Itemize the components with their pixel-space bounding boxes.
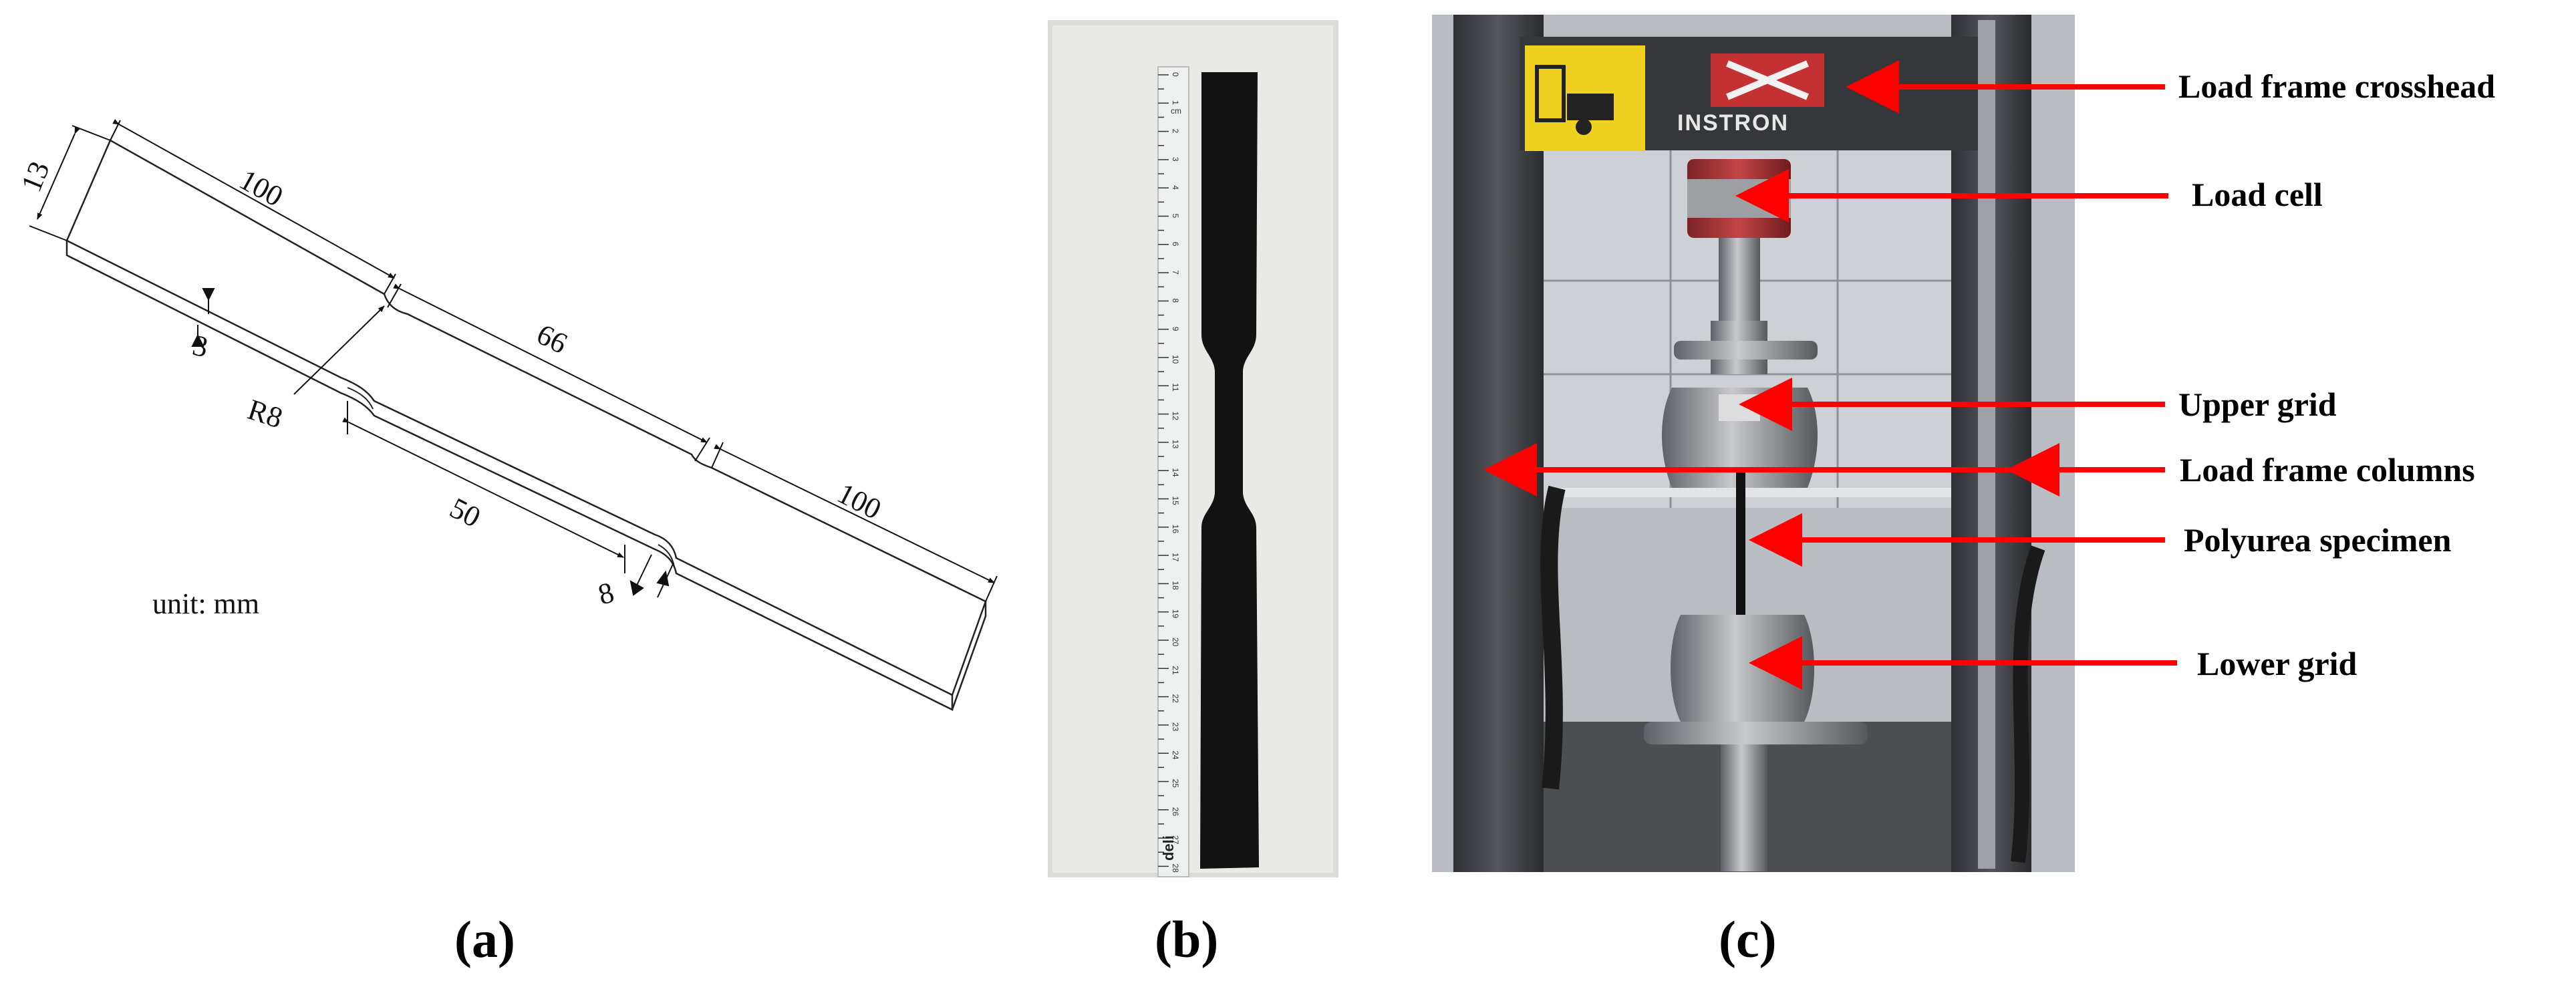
panel-label-a: (a): [454, 910, 515, 968]
ruler-number: 1: [1171, 100, 1180, 105]
ruler-number: 21: [1171, 666, 1180, 675]
ruler-number: 17: [1171, 553, 1180, 562]
specimen-photo: [1200, 72, 1259, 869]
ruler-number: 7: [1171, 270, 1180, 275]
callout-specimen: Polyurea specimen: [2184, 521, 2452, 559]
dim-label-100-left: 100: [234, 163, 288, 213]
ruler-number: 28: [1171, 863, 1180, 873]
dim-length-left: [110, 119, 396, 295]
panel-a-drawing: 13 100 66 100 3: [15, 119, 998, 712]
callout-lower-grid: Lower grid: [2197, 645, 2357, 682]
ruler-number: 6: [1171, 242, 1180, 247]
callout-crosshead: Load frame crosshead: [2178, 67, 2495, 105]
ruler-number: 18: [1171, 581, 1180, 590]
ruler-number: 13: [1171, 440, 1180, 449]
dim-label-r8: R8: [244, 393, 287, 434]
ruler: 0123456789101112131415161718192021222324…: [1157, 66, 1189, 877]
ruler-number: 20: [1171, 638, 1180, 647]
instron-brand: INSTRON: [1677, 110, 1789, 136]
callout-load-cell: Load cell: [2192, 176, 2323, 213]
dim-label-66: 66: [531, 317, 572, 360]
ruler-number: 9: [1171, 327, 1180, 331]
ruler-number: 3: [1171, 157, 1180, 162]
ruler-number: 4: [1171, 185, 1180, 190]
dim-thickness: [191, 288, 215, 347]
dim-radius-leader: [293, 305, 385, 395]
dim-width-end: [29, 125, 111, 241]
specimen-strand: [1736, 468, 1745, 642]
dim-label-50: 50: [444, 491, 485, 534]
dim-gauge-inner: [342, 401, 625, 573]
ruler-number: 8: [1171, 298, 1180, 303]
ruler-number: 5: [1171, 214, 1180, 219]
dim-label-100-right: 100: [832, 476, 886, 526]
callout-arrows: [1483, 60, 2177, 690]
ruler-number: 24: [1171, 750, 1180, 760]
dim-length-right: [711, 442, 998, 602]
photo-b-paper: [1052, 25, 1333, 873]
ruler-number: 2: [1171, 129, 1180, 134]
lower-grip: [1671, 615, 1814, 722]
panel-label-b: (b): [1155, 910, 1218, 968]
unit-label: unit: mm: [152, 587, 259, 620]
ruler-number: 16: [1171, 525, 1180, 534]
panel-b-photo: 0123456789101112131415161718192021222324…: [1048, 20, 1338, 877]
ruler-number: 25: [1171, 779, 1180, 789]
specimen-outline: [65, 139, 987, 712]
dim-label-3: 3: [190, 329, 211, 364]
ruler-number: 12: [1171, 412, 1180, 421]
ruler-number: 10: [1171, 355, 1180, 364]
ruler-number: 23: [1171, 722, 1180, 732]
ruler-brand: deli: [1160, 835, 1177, 861]
ruler-number: 26: [1171, 807, 1180, 817]
ruler-number: 11: [1171, 383, 1180, 392]
ruler-number: 19: [1171, 609, 1180, 619]
panel-c-photo: INSTRON: [1432, 15, 2075, 872]
dim-gauge-width: [629, 554, 674, 598]
ruler-number: 0: [1171, 72, 1180, 77]
callout-upper-grid: Upper grid: [2178, 386, 2337, 423]
panel-label-c: (c): [1719, 910, 1777, 968]
callout-columns: Load frame columns: [2180, 451, 2475, 488]
ruler-number: 15: [1171, 497, 1180, 506]
ruler-number: 14: [1171, 468, 1180, 477]
ruler-number: 27: [1171, 835, 1180, 845]
ruler-unit: cm: [1171, 106, 1181, 116]
dim-label-8: 8: [595, 576, 617, 611]
dim-gauge-length: [387, 283, 710, 462]
ruler-number: 22: [1171, 694, 1180, 704]
